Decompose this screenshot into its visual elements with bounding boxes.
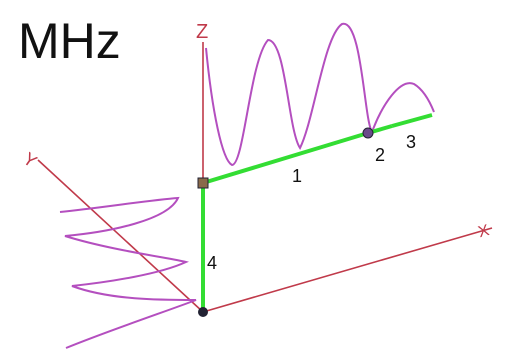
x-axis-label: X [476, 222, 491, 241]
nodes [197, 127, 374, 317]
load-node [362, 127, 374, 139]
junction-node [197, 177, 209, 189]
wire-segment-1 [202, 131, 369, 185]
wire-segments [201, 113, 433, 312]
radiation-pattern-upper [205, 22, 435, 167]
segment-label-1: 1 [292, 166, 302, 186]
z-axis-label: Z [196, 21, 208, 43]
wire-segment-3 [391, 113, 433, 128]
frequency-label: MHz [18, 13, 121, 69]
segment-label-3: 3 [406, 132, 416, 152]
segment-label-4: 4 [207, 253, 217, 273]
y-axis-label: Y [19, 148, 40, 171]
x-axis [202, 227, 493, 313]
segment-label-2: 2 [375, 145, 385, 165]
axes: Z X Y [19, 21, 493, 313]
radiation-pattern-side [59, 196, 197, 349]
y-axis [37, 159, 204, 313]
feed-node [198, 307, 208, 317]
